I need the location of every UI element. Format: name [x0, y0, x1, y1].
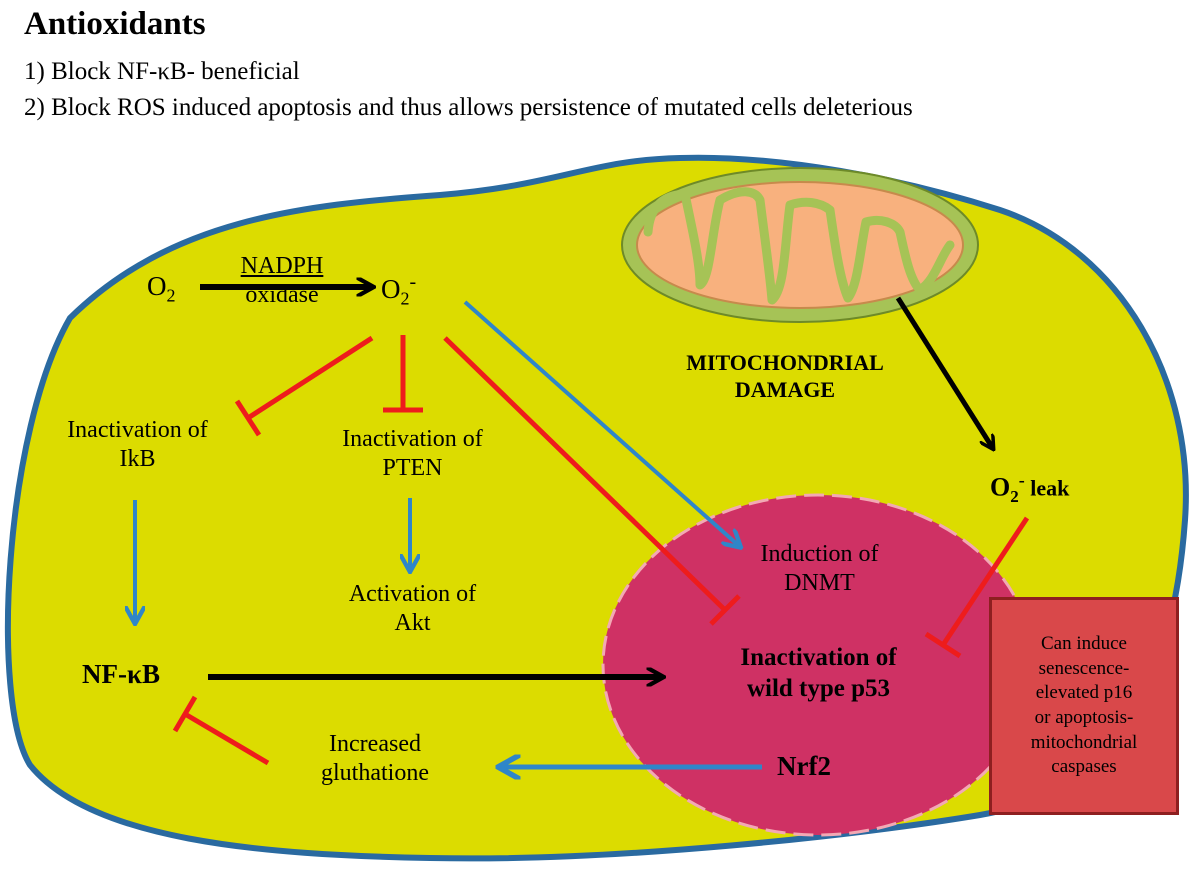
- nadph-line-2: oxidase: [245, 282, 319, 309]
- point-1: 1) Block NF-κB- beneficial: [24, 58, 300, 85]
- leak-subscript: 2: [1010, 486, 1019, 506]
- label-inactivation-pten: Inactivation of PTEN: [310, 425, 515, 484]
- box-line-3: elevated p16: [1035, 682, 1133, 704]
- mito-line-2: DAMAGE: [734, 376, 836, 402]
- superoxide-superscript: -: [409, 271, 417, 293]
- nadph-line-1: NADPH: [240, 253, 324, 279]
- inhibit-superoxide-pten: [383, 335, 423, 413]
- label-induction-dnmt: Induction of DNMT: [727, 540, 912, 599]
- ikb-line-1: Inactivation of: [67, 417, 208, 443]
- box-line-2: senescence-: [1038, 657, 1130, 679]
- glutathione-line-1: Increased: [329, 731, 421, 757]
- pten-line-1: Inactivation of: [342, 426, 483, 452]
- outcome-box: Can induce senescence- elevated p16 or a…: [989, 597, 1179, 815]
- label-inactivation-ikb: Inactivation of IkB: [35, 416, 240, 475]
- page-title: Antioxidants: [24, 6, 206, 42]
- dnmt-line-1: Induction of: [760, 541, 879, 567]
- label-activation-akt: Activation of Akt: [310, 580, 515, 639]
- inhibit-glutathione-nfkb: [172, 695, 270, 766]
- dnmt-line-2: DNMT: [784, 570, 855, 597]
- mito-line-1: MITOCHONDRIAL: [686, 350, 884, 375]
- mitochondrion: [621, 167, 979, 323]
- box-line-5: mitochondrial: [1030, 731, 1138, 753]
- inhibit-leak-p53: [924, 516, 1030, 659]
- arrow-superoxide-to-dnmt: [463, 300, 738, 545]
- superoxide-subscript: 2: [400, 288, 410, 309]
- glutathione-line-2: gluthatione: [321, 760, 429, 787]
- akt-line-1: Activation of: [348, 581, 477, 607]
- o2-subscript: 2: [166, 285, 176, 306]
- label-o2: O2: [147, 270, 176, 307]
- arrow-mito-to-leak: [895, 296, 992, 447]
- label-mitochondrial-damage: MITOCHONDRIAL DAMAGE: [640, 350, 930, 404]
- inhibit-superoxide-ikb: [234, 335, 374, 437]
- superoxide-letter: O: [381, 274, 401, 304]
- label-nrf2: Nrf2: [777, 751, 831, 781]
- ikb-line-2: IkB: [119, 446, 156, 473]
- leak-letter: O: [990, 472, 1011, 502]
- box-line-4: or apoptosis-: [1034, 707, 1134, 728]
- p53-line-1: Inactivation of: [740, 644, 897, 671]
- point-2: 2) Block ROS induced apoptosis and thus …: [24, 94, 913, 121]
- label-increased-glutathione: Increased gluthatione: [270, 730, 480, 789]
- label-o2-leak: O2- leak: [990, 470, 1069, 508]
- inhibit-superoxide-p53: [443, 336, 741, 626]
- p53-line-2: wild type p53: [746, 674, 891, 702]
- leak-word: leak: [1024, 475, 1070, 501]
- box-line-1: Can induce: [1040, 632, 1127, 654]
- label-inactivation-p53: Inactivation of wild type p53: [706, 643, 931, 704]
- o2-letter: O: [147, 271, 167, 301]
- pten-line-2: PTEN: [382, 455, 443, 482]
- label-nadph-oxidase: NADPH oxidase: [212, 252, 352, 311]
- box-line-6: caspases: [1051, 756, 1117, 778]
- label-nfkb: NF-κB: [82, 659, 160, 689]
- leak-superscript: -: [1018, 470, 1025, 490]
- label-superoxide: O2-: [381, 270, 416, 310]
- akt-line-2: Akt: [394, 610, 431, 637]
